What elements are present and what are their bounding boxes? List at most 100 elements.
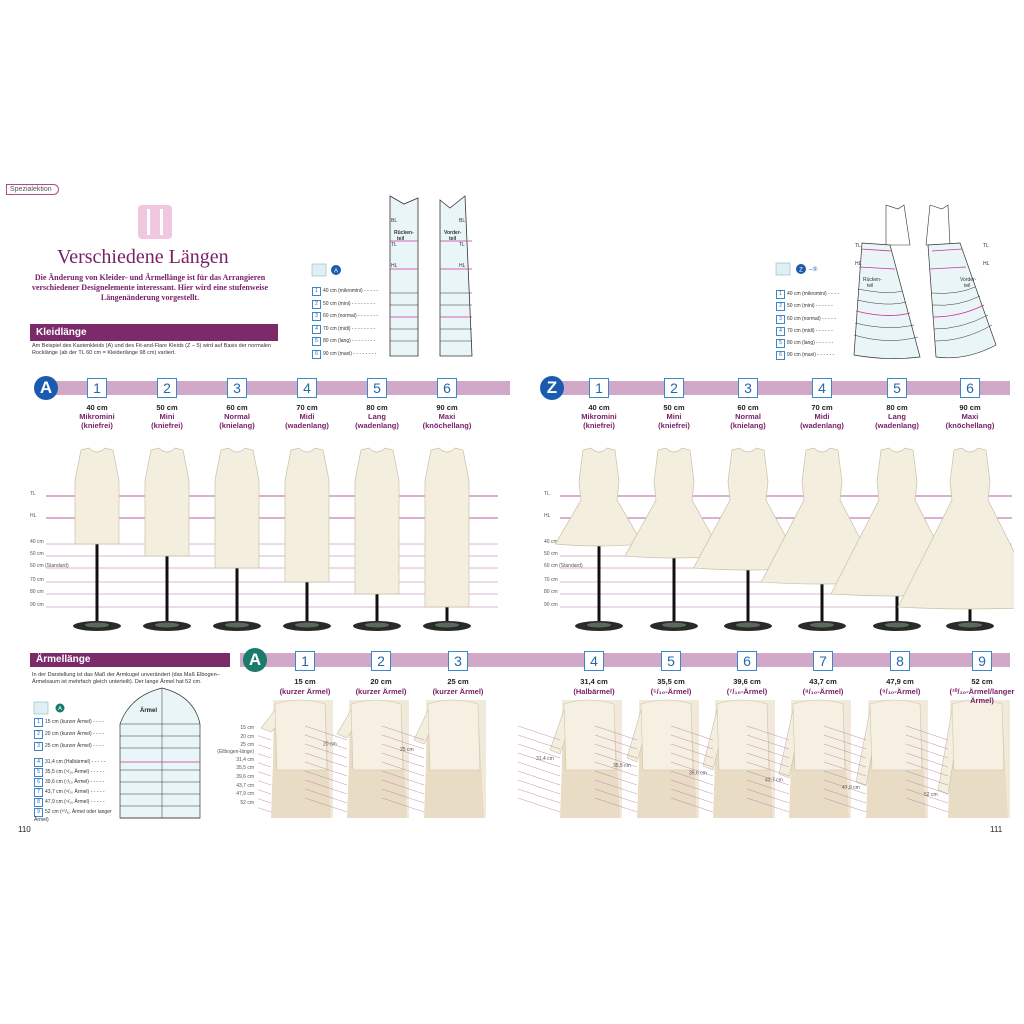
sleeve-col-desc: (⁸/₁₀-Ärmel)	[802, 687, 844, 696]
sleeve-col-number: 2	[371, 651, 391, 671]
svg-text:A: A	[334, 269, 338, 275]
guide-label: HL	[30, 513, 37, 519]
guide-label: 40 cm	[30, 539, 44, 545]
sleeve-scale-label: 43,7 cm	[236, 782, 254, 789]
sleeve-pattern-diagram: A	[33, 687, 201, 819]
col-sub: (knöchellang)	[945, 421, 995, 430]
aermellaenge-text: In der Darstellung ist das Maß der Armku…	[32, 672, 220, 685]
sleeve-col-cm: 43,7 cm	[809, 677, 837, 686]
col-number: 4	[812, 378, 832, 398]
sleeve-col-number: 9	[972, 651, 992, 671]
sleeve-length-tag: 35,5 cm	[613, 763, 631, 769]
sleeve-length-tag: 43,7 cm	[765, 778, 783, 784]
col-name: Mini	[666, 412, 682, 421]
col-cm: 50 cm	[156, 403, 178, 412]
col-sub: (knöchellang)	[422, 421, 472, 430]
page-number-left: 110	[18, 825, 31, 834]
sleeve-figure	[517, 699, 622, 818]
col-number: 2	[664, 378, 684, 398]
sleeve-pattern-label: Ärmel	[140, 708, 158, 714]
guide-label: 80 cm	[30, 589, 44, 595]
svg-text:teil: teil	[867, 283, 873, 289]
col-cm: 70 cm	[296, 403, 318, 412]
col-cm: 40 cm	[588, 403, 610, 412]
svg-text:Z: Z	[799, 268, 803, 274]
svg-text:teil: teil	[397, 236, 405, 242]
svg-text:TL: TL	[983, 243, 989, 249]
col-sub: (wadenlang)	[355, 421, 399, 430]
page-title: Verschiedene Längen	[57, 246, 229, 268]
col-cm: 70 cm	[811, 403, 833, 412]
sleeve-scale-label: 25 cm	[240, 742, 254, 749]
sleeve-col-number: 6	[737, 651, 757, 671]
guide-label: 50 cm	[544, 551, 558, 557]
svg-text:teil: teil	[449, 236, 457, 242]
aermellaenge-heading: Ärmellänge	[36, 654, 91, 665]
col-name: Midi	[299, 412, 315, 421]
sleeve-scale-label: 35,5 cm	[236, 765, 254, 772]
sleeve-col-cm: 39,6 cm	[733, 677, 761, 686]
svg-text:HL: HL	[391, 263, 398, 269]
col-name: Normal	[735, 412, 761, 421]
sleeve-figure	[258, 699, 333, 818]
svg-text:A: A	[58, 706, 62, 712]
col-name: Lang	[368, 412, 386, 421]
guide-label: 50 cm	[30, 551, 44, 557]
sleeve-col-cm: 20 cm	[370, 677, 392, 686]
col-number: 4	[297, 378, 317, 398]
guide-label: 60 cm (Standard)	[544, 563, 583, 569]
col-cm: 60 cm	[226, 403, 248, 412]
sleeve-col-desc: (kurzer Ärmel)	[279, 687, 331, 696]
sleeve-figure	[823, 699, 928, 818]
sleeve-col-number: 3	[448, 651, 468, 671]
sleeve-length-tag: 52 cm	[924, 792, 938, 798]
col-number: 5	[887, 378, 907, 398]
svg-text:HL: HL	[983, 261, 990, 267]
sleeve-col-desc: (kurzer Ärmel)	[432, 687, 484, 696]
dress-figure	[73, 447, 121, 631]
section-tab: Spezialektion	[6, 184, 59, 195]
guide-label: TL	[544, 491, 550, 497]
sleeve-col-desc: (Halbärmel)	[573, 687, 615, 696]
sleeve-row-badge: A	[243, 648, 267, 672]
sleeve-figure	[905, 699, 1010, 818]
row-z-band	[550, 381, 1010, 395]
sleeve-figure	[381, 699, 486, 818]
sleeve-scale-label: 47,9 cm	[236, 791, 254, 798]
col-sub: (knielang)	[730, 421, 766, 430]
col-cm: 90 cm	[436, 403, 458, 412]
col-cm: 80 cm	[366, 403, 388, 412]
sleeve-col-number: 4	[584, 651, 604, 671]
sleeve-col-number: 1	[295, 651, 315, 671]
sleeve-col-desc: (⁵/₁₀-Ärmel)	[650, 687, 692, 696]
dress-figure	[554, 447, 644, 631]
sleeve-scale-label: 15 cm	[240, 725, 254, 731]
col-sub: (kniefrei)	[583, 421, 615, 430]
sleeve-length-tag: 20 cm	[323, 742, 337, 748]
sleeve-col-cm: 15 cm	[294, 677, 316, 686]
sleeve-col-cm: 47,9 cm	[886, 677, 914, 686]
svg-text:HL: HL	[855, 261, 862, 267]
sleeve-col-cm: 31,4 cm	[580, 677, 608, 686]
col-number: 5	[367, 378, 387, 398]
col-number: 3	[227, 378, 247, 398]
col-sub: (kniefrei)	[658, 421, 690, 430]
guide-label: HL	[544, 513, 551, 519]
svg-text:teil: teil	[964, 283, 970, 289]
col-name: Mini	[159, 412, 175, 421]
sleeve-col-number: 5	[661, 651, 681, 671]
guide-label: 40 cm	[544, 539, 558, 545]
sleeve-col-desc: (¹⁰/₁₀-Ärmel/langer Ärmel)	[949, 687, 1015, 705]
sleeve-length-tag: 31,4 cm	[536, 756, 554, 762]
sleeve-col-cm: 35,5 cm	[657, 677, 685, 686]
